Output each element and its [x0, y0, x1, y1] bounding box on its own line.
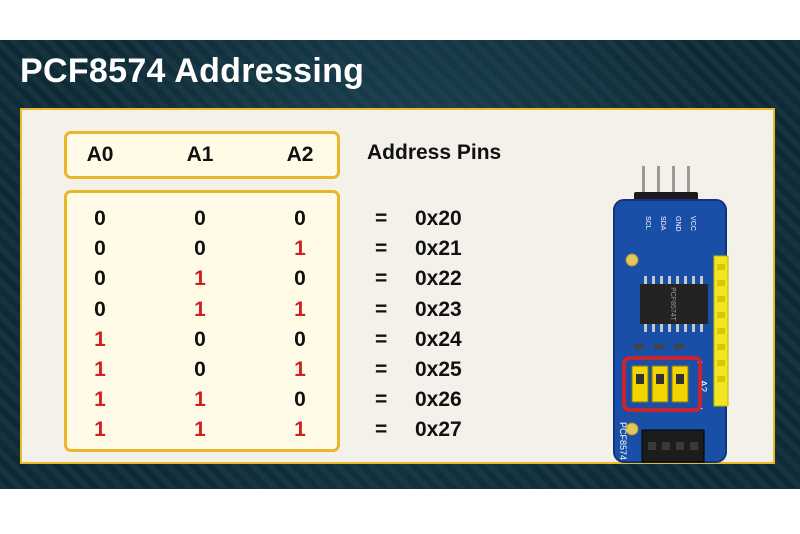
pcf8574-module-image: SCL SDA GND VCC	[613, 166, 729, 463]
pin-a1-value: 1	[194, 297, 206, 321]
i2c-address: 0x20	[415, 207, 462, 230]
equals-sign: =	[375, 297, 388, 321]
address-row: 0 1 1	[67, 298, 337, 328]
header-a0: A0	[86, 143, 114, 166]
pin-a1-value: 1	[194, 418, 206, 442]
equals-sign: =	[375, 207, 388, 230]
header-a1: A1	[186, 143, 214, 166]
address-row: 0 1 0	[67, 267, 337, 297]
pin-a0-value: 1	[94, 358, 106, 381]
i2c-address: 0x27	[415, 418, 462, 442]
pin-a0-value: 0	[94, 207, 106, 230]
address-row: 1 1 0	[67, 388, 337, 418]
pin-a2-value: 0	[294, 207, 306, 230]
jumper-label: A2	[697, 380, 708, 393]
address-pins-label: Address Pins	[367, 141, 502, 164]
i2c-address: 0x26	[415, 388, 462, 412]
pin-a1-value: 1	[194, 388, 206, 412]
board-name-label: PCF8574	[618, 422, 628, 460]
slide-background: PCF8574 Addressing A0 A1 A2 Address Pins…	[0, 40, 800, 489]
pin-a2-value: 1	[294, 358, 306, 381]
pin-a0-value: 1	[94, 388, 106, 412]
pin-a1-value: 0	[194, 358, 206, 381]
pin-a2-value: 0	[294, 267, 306, 291]
pin-label: SDA	[659, 216, 666, 231]
address-row: 1 1 1	[67, 418, 337, 448]
pin-a0-value: 0	[94, 297, 106, 321]
pin-a0-value: 1	[94, 327, 106, 351]
pin-a2-value: 1	[294, 297, 306, 321]
chip-icon: PCF8574T	[640, 276, 708, 332]
address-row: 0 0 1	[67, 237, 337, 267]
pin-a0-value: 0	[94, 237, 106, 261]
pin-a0-value: 1	[94, 418, 106, 442]
pin-a2-value: 0	[294, 327, 306, 351]
equals-sign: =	[375, 237, 388, 261]
equals-sign: =	[375, 327, 388, 351]
pin-a1-value: 0	[194, 327, 206, 351]
pin-label: GND	[674, 216, 681, 232]
jumper-highlight	[622, 356, 702, 412]
i2c-address: 0x24	[415, 327, 462, 351]
header-a2: A2	[286, 143, 314, 166]
slide-title: PCF8574 Addressing	[20, 52, 365, 90]
i2c-address: 0x21	[415, 237, 462, 261]
pin-a0-value: 0	[94, 267, 106, 291]
pin-a1-value: 0	[194, 237, 206, 261]
address-pin-header: A0 A1 A2	[64, 131, 340, 179]
equals-sign: =	[375, 358, 388, 381]
equals-sign: =	[375, 418, 388, 442]
pin-a1-value: 1	[194, 267, 206, 291]
pin-a2-value: 1	[294, 418, 306, 442]
equals-sign: =	[375, 267, 388, 291]
address-row: 1 0 0	[67, 328, 337, 358]
pin-label: VCC	[689, 216, 696, 231]
pin-labels: SCL SDA GND VCC	[644, 216, 696, 232]
i2c-address: 0x25	[415, 358, 462, 381]
pin-a1-value: 0	[194, 207, 206, 230]
pin-label: SCL	[644, 216, 651, 230]
chip-label: PCF8574T	[669, 287, 676, 322]
address-row: 1 0 1	[67, 358, 337, 388]
address-table: 0 0 0 0 0 1 0 1 0 0 1 1 1 0 0 1 0 1 1 1 0 1 1 1	[64, 190, 340, 452]
pin-a2-value: 0	[294, 388, 306, 412]
equals-sign: =	[375, 388, 388, 412]
i2c-address: 0x23	[415, 297, 462, 321]
pin-a2-value: 1	[294, 237, 306, 261]
i2c-address: 0x22	[415, 267, 462, 291]
address-row: 0 0 0	[67, 207, 337, 237]
